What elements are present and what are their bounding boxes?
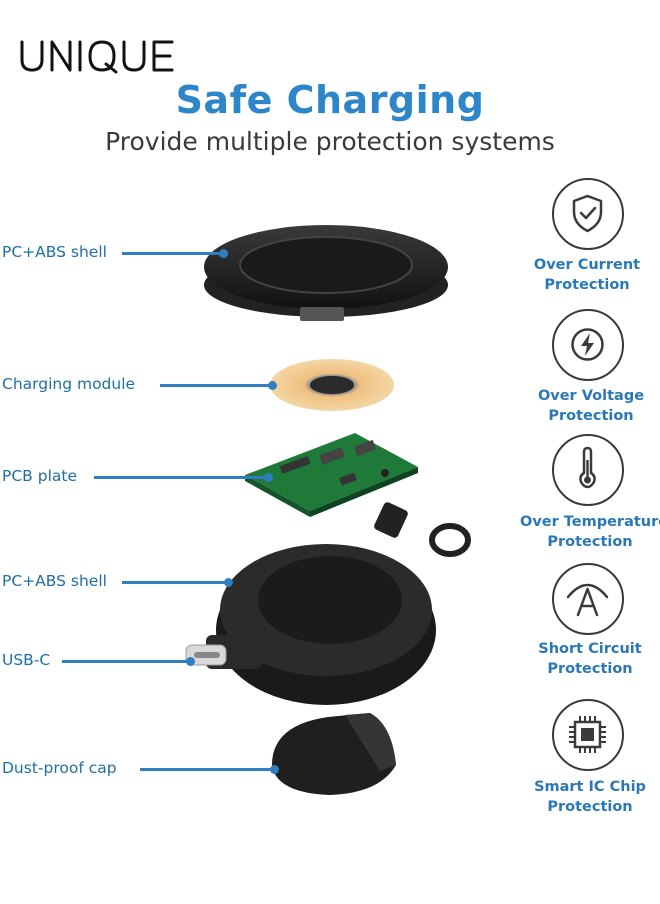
part-label-top-shell: PC+ABS shell — [2, 243, 107, 261]
leader-dot — [186, 657, 195, 666]
arc-a-icon — [552, 563, 624, 635]
page-title: Safe Charging — [175, 78, 485, 122]
charging-coil-graphic — [270, 359, 394, 411]
part-label-pcb-plate: PCB plate — [2, 467, 77, 485]
feature-short-circuit: Short Circuit Protection — [538, 641, 642, 677]
feature-over-temperature: Over Temperature Protection — [520, 514, 660, 550]
brand-logo — [20, 40, 174, 74]
shield-check-icon — [552, 178, 624, 250]
part-label-charging-module: Charging module — [2, 375, 136, 393]
leader-line — [94, 476, 266, 479]
top-shell-graphic — [204, 225, 448, 321]
leader-line — [122, 581, 226, 584]
leader-line — [62, 660, 190, 663]
leader-dot — [264, 473, 273, 482]
leader-dot — [268, 381, 277, 390]
lightning-icon — [552, 309, 624, 381]
thermometer-icon — [552, 434, 624, 506]
page-subtitle: Provide multiple protection systems — [105, 127, 555, 156]
feature-over-voltage: Over Voltage Protection — [537, 388, 645, 424]
product-exploded-view — [185, 225, 471, 795]
pcb-board-graphic — [245, 433, 418, 517]
leader-dot — [219, 249, 228, 258]
chip-icon — [552, 699, 624, 771]
leader-dot — [270, 765, 279, 774]
leader-line — [140, 768, 276, 771]
leader-dot — [224, 578, 233, 587]
feature-smart-ic-chip: Smart IC Chip Protection — [534, 779, 646, 815]
part-label-usb-c: USB-C — [2, 651, 51, 669]
leader-line — [122, 252, 222, 255]
base-shell-graphic — [185, 502, 471, 705]
dust-cap-graphic — [272, 713, 396, 795]
part-label-base-shell: PC+ABS shell — [2, 572, 107, 590]
leader-line — [160, 384, 270, 387]
feature-over-current: Over Current Protection — [533, 257, 641, 293]
part-label-dust-cap: Dust-proof cap — [2, 759, 117, 777]
